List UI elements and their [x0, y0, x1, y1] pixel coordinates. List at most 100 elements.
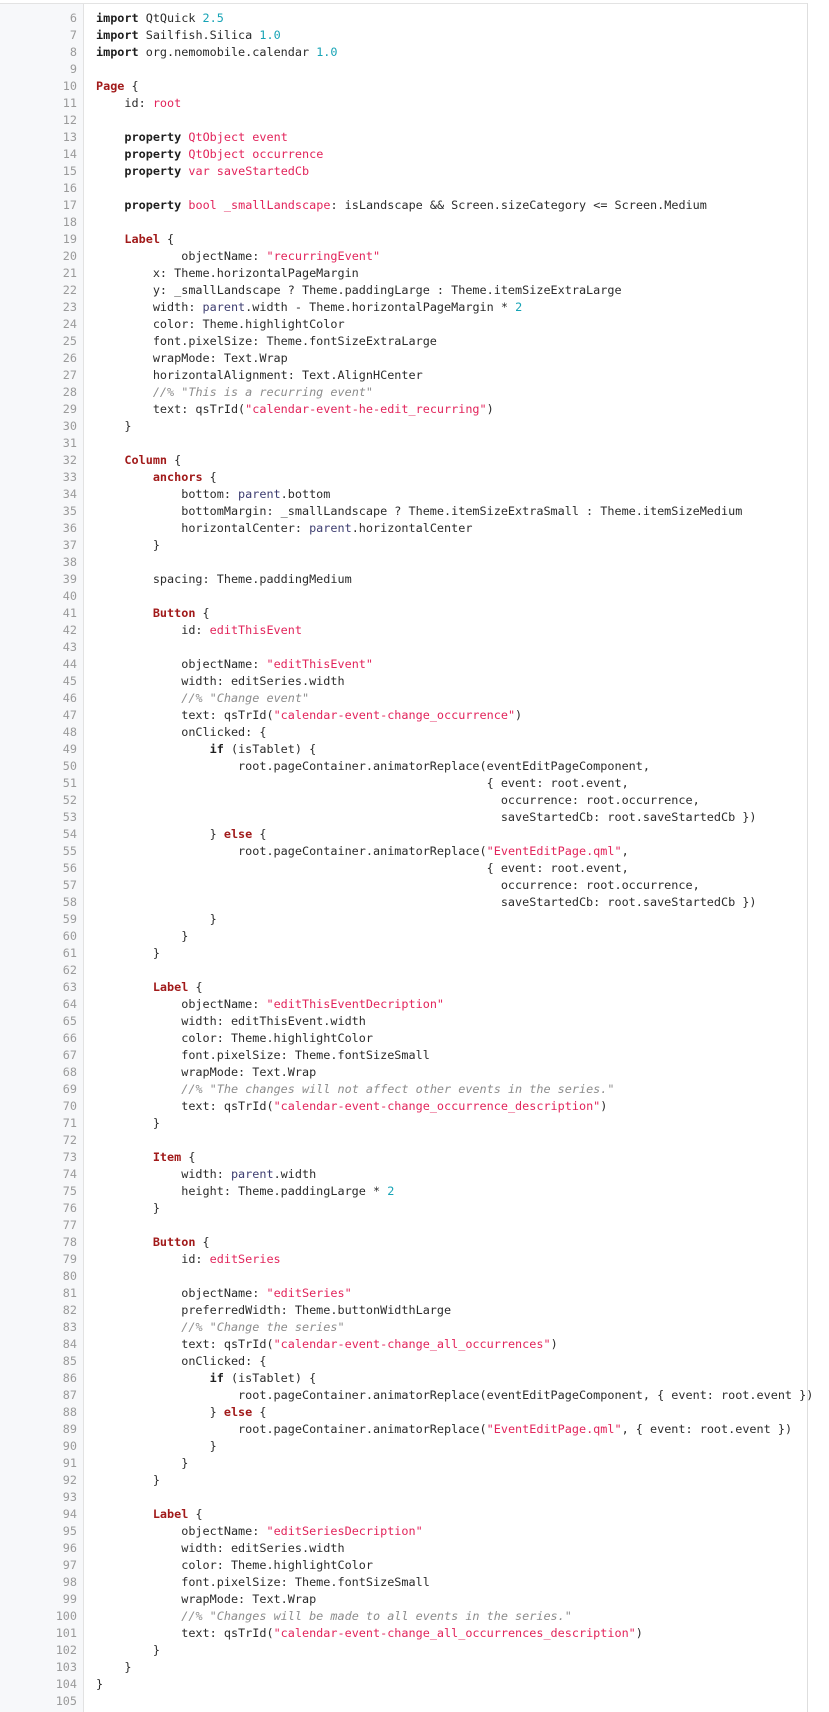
code-line[interactable]: 77 [0, 1217, 807, 1234]
code-line[interactable]: 9 [0, 61, 807, 78]
code-line[interactable]: 69 //% "The changes will not affect othe… [0, 1081, 807, 1098]
code-line[interactable]: 101 text: qsTrId("calendar-event-change_… [0, 1625, 807, 1642]
code-line[interactable]: 16 [0, 180, 807, 197]
code-line[interactable]: 53 saveStartedCb: root.saveStartedCb }) [0, 809, 807, 826]
code-line[interactable]: 70 text: qsTrId("calendar-event-change_o… [0, 1098, 807, 1115]
code-line[interactable]: 94 Label { [0, 1506, 807, 1523]
code-line[interactable]: 64 objectName: "editThisEventDecription" [0, 996, 807, 1013]
code-line[interactable]: 37 } [0, 537, 807, 554]
code-line[interactable]: 87 root.pageContainer.animatorReplace(ev… [0, 1387, 814, 1404]
code-line[interactable]: 62 [0, 962, 807, 979]
code-line[interactable]: 32 Column { [0, 452, 807, 469]
code-line[interactable]: 56 { event: root.event, [0, 860, 807, 877]
code-line[interactable]: 54 } else { [0, 826, 807, 843]
code-line[interactable]: 58 saveStartedCb: root.saveStartedCb }) [0, 894, 807, 911]
code-line[interactable]: 74 width: parent.width [0, 1166, 807, 1183]
code-line[interactable]: 30 } [0, 418, 807, 435]
code-line[interactable]: 67 font.pixelSize: Theme.fontSizeSmall [0, 1047, 807, 1064]
code-line[interactable]: 88 } else { [0, 1404, 807, 1421]
code-line[interactable]: 105 [0, 1693, 807, 1710]
code-line[interactable]: 27 horizontalAlignment: Text.AlignHCente… [0, 367, 807, 384]
code-line[interactable]: 84 text: qsTrId("calendar-event-change_a… [0, 1336, 807, 1353]
code-line[interactable]: 28 //% "This is a recurring event" [0, 384, 807, 401]
code-line[interactable]: 91 } [0, 1455, 807, 1472]
code-line[interactable]: 18 [0, 214, 807, 231]
code-line[interactable]: 42 id: editThisEvent [0, 622, 807, 639]
code-line[interactable]: 75 height: Theme.paddingLarge * 2 [0, 1183, 807, 1200]
code-line[interactable]: 20 objectName: "recurringEvent" [0, 248, 807, 265]
code-line[interactable]: 11 id: root [0, 95, 807, 112]
code-line[interactable]: 71 } [0, 1115, 807, 1132]
code-line[interactable]: 52 occurrence: root.occurrence, [0, 792, 807, 809]
code-line[interactable]: 21 x: Theme.horizontalPageMargin [0, 265, 807, 282]
code-line[interactable]: 86 if (isTablet) { [0, 1370, 807, 1387]
code-line[interactable]: 95 objectName: "editSeriesDecription" [0, 1523, 807, 1540]
code-line[interactable]: 65 width: editThisEvent.width [0, 1013, 807, 1030]
code-line[interactable]: 99 wrapMode: Text.Wrap [0, 1591, 807, 1608]
code-line[interactable]: 22 y: _smallLandscape ? Theme.paddingLar… [0, 282, 807, 299]
code-line[interactable]: 33 anchors { [0, 469, 807, 486]
code-line[interactable]: 25 font.pixelSize: Theme.fontSizeExtraLa… [0, 333, 807, 350]
code-line[interactable]: 59 } [0, 911, 807, 928]
code-line[interactable]: 19 Label { [0, 231, 807, 248]
code-line[interactable]: 14 property QtObject occurrence [0, 146, 807, 163]
code-line[interactable]: 104} [0, 1676, 807, 1693]
code-line[interactable]: 90 } [0, 1438, 807, 1455]
code-line[interactable]: 26 wrapMode: Text.Wrap [0, 350, 807, 367]
code-line[interactable]: 102 } [0, 1642, 807, 1659]
code-line[interactable]: 38 [0, 554, 807, 571]
code-line[interactable]: 97 color: Theme.highlightColor [0, 1557, 807, 1574]
code-line[interactable]: 89 root.pageContainer.animatorReplace("E… [0, 1421, 807, 1438]
code-line[interactable]: 47 text: qsTrId("calendar-event-change_o… [0, 707, 807, 724]
code-line[interactable]: 41 Button { [0, 605, 807, 622]
code-line[interactable]: 36 horizontalCenter: parent.horizontalCe… [0, 520, 807, 537]
code-line[interactable]: 60 } [0, 928, 807, 945]
code-line[interactable]: 15 property var saveStartedCb [0, 163, 807, 180]
code-line[interactable]: 82 preferredWidth: Theme.buttonWidthLarg… [0, 1302, 807, 1319]
code-line[interactable]: 66 color: Theme.highlightColor [0, 1030, 807, 1047]
code-line[interactable]: 85 onClicked: { [0, 1353, 807, 1370]
code-line[interactable]: 63 Label { [0, 979, 807, 996]
code-line[interactable]: 49 if (isTablet) { [0, 741, 807, 758]
code-line[interactable]: 45 width: editSeries.width [0, 673, 807, 690]
code-line[interactable]: 40 [0, 588, 807, 605]
code-line[interactable]: 51 { event: root.event, [0, 775, 807, 792]
code-line[interactable]: 83 //% "Change the series" [0, 1319, 807, 1336]
code-line[interactable]: 13 property QtObject event [0, 129, 807, 146]
code-line[interactable]: 55 root.pageContainer.animatorReplace("E… [0, 843, 807, 860]
code-line[interactable]: 81 objectName: "editSeries" [0, 1285, 807, 1302]
code-line[interactable]: 61 } [0, 945, 807, 962]
code-line[interactable]: 57 occurrence: root.occurrence, [0, 877, 807, 894]
code-line[interactable]: 79 id: editSeries [0, 1251, 807, 1268]
code-line[interactable]: 46 //% "Change event" [0, 690, 807, 707]
code-line[interactable]: 72 [0, 1132, 807, 1149]
code-line[interactable]: 76 } [0, 1200, 807, 1217]
code-line[interactable]: 48 onClicked: { [0, 724, 807, 741]
code-line[interactable]: 39 spacing: Theme.paddingMedium [0, 571, 807, 588]
code-line[interactable]: 100 //% "Changes will be made to all eve… [0, 1608, 807, 1625]
code-line[interactable]: 68 wrapMode: Text.Wrap [0, 1064, 807, 1081]
code-line[interactable]: 29 text: qsTrId("calendar-event-he-edit_… [0, 401, 807, 418]
code-line[interactable]: 80 [0, 1268, 807, 1285]
code-line[interactable]: 50 root.pageContainer.animatorReplace(ev… [0, 758, 807, 775]
code-line[interactable]: 78 Button { [0, 1234, 807, 1251]
code-line[interactable]: 17 property bool _smallLandscape: isLand… [0, 197, 807, 214]
code-line[interactable]: 43 [0, 639, 807, 656]
code-line[interactable]: 73 Item { [0, 1149, 807, 1166]
code-line[interactable]: 35 bottomMargin: _smallLandscape ? Theme… [0, 503, 807, 520]
code-line[interactable]: 98 font.pixelSize: Theme.fontSizeSmall [0, 1574, 807, 1591]
code-line[interactable]: 103 } [0, 1659, 807, 1676]
code-line[interactable]: 93 [0, 1489, 807, 1506]
code-line[interactable]: 44 objectName: "editThisEvent" [0, 656, 807, 673]
code-line[interactable]: 92 } [0, 1472, 807, 1489]
code-line[interactable]: 31 [0, 435, 807, 452]
code-line[interactable]: 12 [0, 112, 807, 129]
code-line[interactable]: 23 width: parent.width - Theme.horizonta… [0, 299, 807, 316]
code-line[interactable]: 96 width: editSeries.width [0, 1540, 807, 1557]
code-line[interactable]: 34 bottom: parent.bottom [0, 486, 807, 503]
